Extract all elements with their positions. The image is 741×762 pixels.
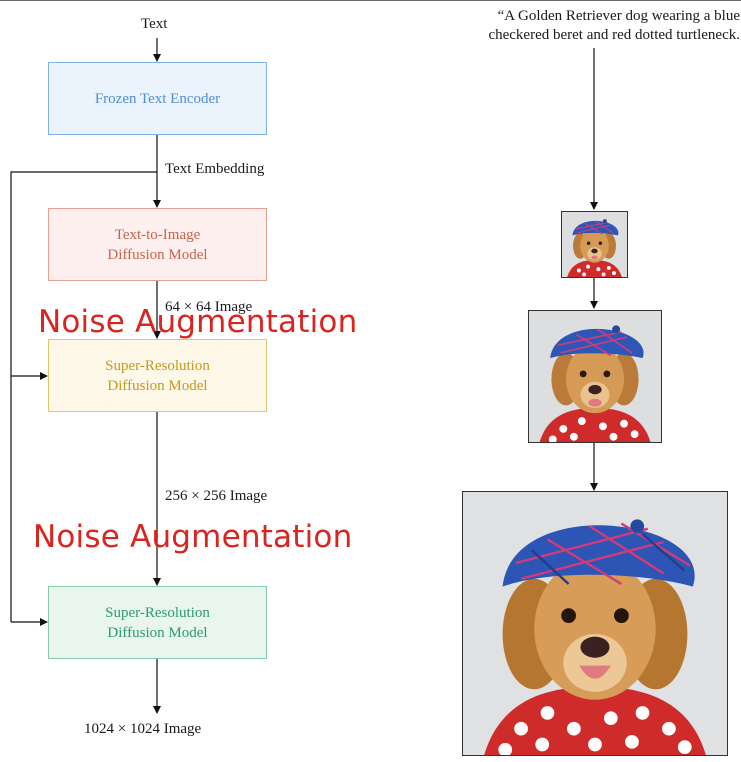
sample-image-64: [561, 211, 628, 278]
t2i-label-line2: Diffusion Model: [107, 246, 208, 263]
input-text-label: Text: [141, 16, 168, 32]
sample-image-1024: [462, 491, 728, 756]
example-prompt: “A Golden Retriever dog wearing a blue c…: [420, 7, 740, 45]
image-1024-label: 1024 × 1024 Image: [84, 721, 202, 737]
noise-augmentation-overlay-2: Noise Augmentation: [33, 519, 353, 555]
top-rule: [0, 0, 741, 1]
text-to-image-diffusion-box: Text-to-Image Diffusion Model: [48, 208, 267, 281]
super-resolution-1-box: Super-Resolution Diffusion Model: [48, 339, 267, 412]
image-256-label: 256 × 256 Image: [165, 488, 268, 504]
dog-illustration: [562, 212, 627, 277]
text-embedding-label: Text Embedding: [165, 161, 265, 177]
prompt-line-1: “A Golden Retriever dog wearing a blue: [497, 8, 740, 24]
encoder-label: Frozen Text Encoder: [94, 90, 221, 107]
embedding-bus: [10, 171, 157, 622]
noise-augmentation-overlay-1: Noise Augmentation: [38, 304, 358, 340]
image-64-label: 64 × 64 Image: [165, 299, 253, 315]
sr2-label-line1: Super-Resolution: [105, 604, 210, 621]
dog-illustration: [463, 492, 727, 755]
super-resolution-2-box: Super-Resolution Diffusion Model: [48, 586, 267, 659]
frozen-text-encoder-box: Frozen Text Encoder: [48, 62, 267, 135]
sr1-label-line1: Super-Resolution: [105, 357, 210, 374]
sr2-label-line2: Diffusion Model: [107, 624, 208, 641]
dog-illustration: [529, 311, 661, 442]
t2i-label-line1: Text-to-Image: [114, 226, 201, 243]
sr1-label-line2: Diffusion Model: [107, 377, 208, 394]
sample-image-256: [528, 310, 662, 443]
prompt-line-2: checkered beret and red dotted turtlenec…: [488, 27, 740, 43]
